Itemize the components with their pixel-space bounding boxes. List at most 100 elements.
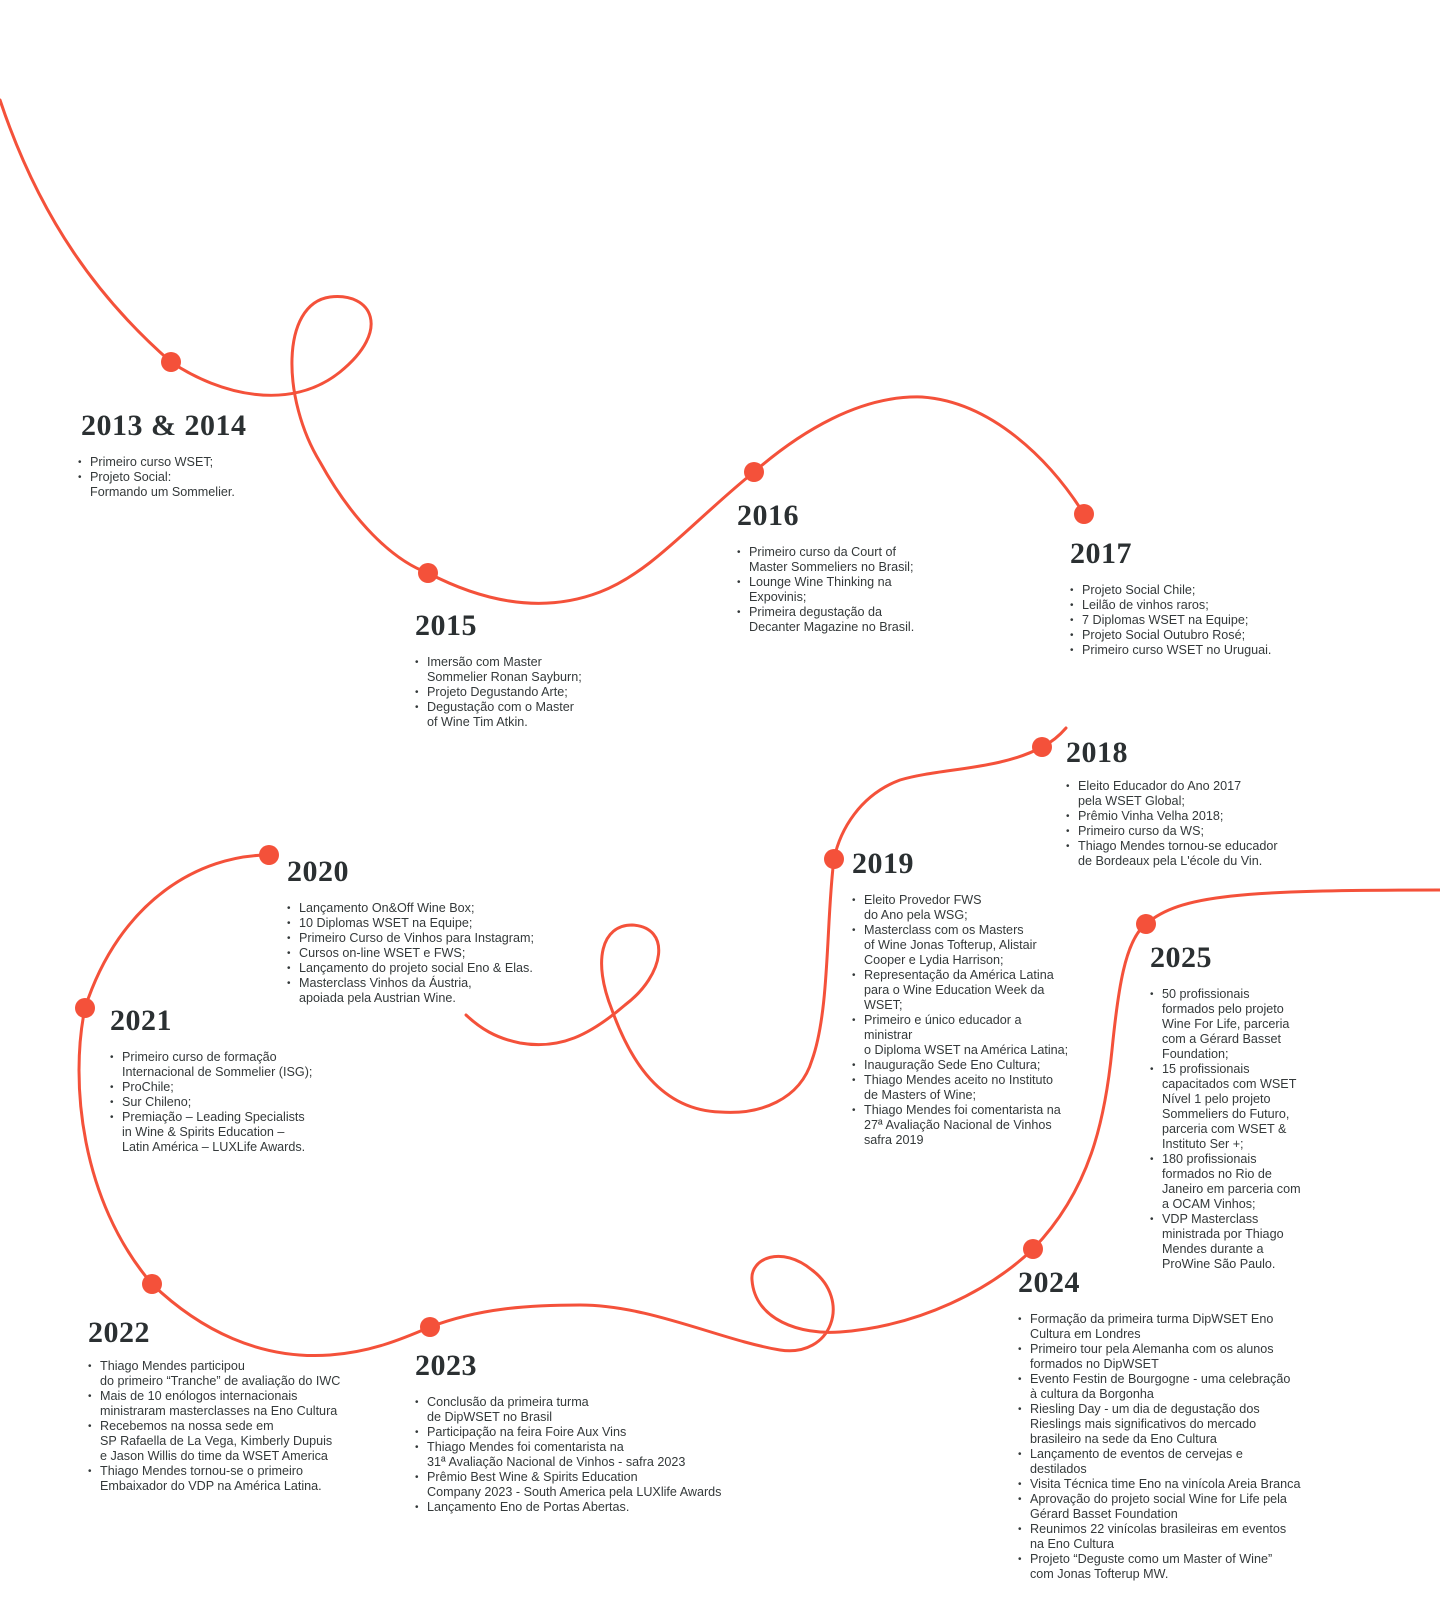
milestone-dot-2015 — [418, 563, 438, 583]
milestone-item: Primeiro curso da Court of Master Sommel… — [737, 545, 914, 575]
milestone-item: Riesling Day - um dia de degustação dos … — [1018, 1402, 1300, 1447]
milestone-item: Thiago Mendes foi comentarista na 31ª Av… — [415, 1440, 721, 1470]
milestone-item: Eleito Provedor FWS do Ano pela WSG; — [852, 893, 1068, 923]
year-heading: 2025 — [1150, 941, 1212, 974]
timeline-entry: 2019Eleito Provedor FWS do Ano pela WSG;… — [852, 849, 1068, 1148]
timeline-entry: 2023Conclusão da primeira turma de DipWS… — [415, 1349, 721, 1516]
milestone-list: Imersão com Master Sommelier Ronan Saybu… — [415, 655, 582, 730]
milestone-item: 50 profissionais formados pelo projeto W… — [1150, 987, 1301, 1062]
milestone-dot-2020 — [259, 845, 279, 865]
milestone-dot-2023 — [420, 1317, 440, 1337]
milestone-item: Cursos on-line WSET e FWS; — [287, 946, 534, 961]
milestone-item: Thiago Mendes tornou-se o primeiro Embai… — [88, 1464, 340, 1494]
milestone-item: Primeiro curso WSET no Uruguai. — [1070, 643, 1271, 658]
timeline-entry: 2020Lançamento On&Off Wine Box;10 Diplom… — [287, 857, 534, 1006]
timeline-path-bottom — [77, 853, 1440, 1358]
milestone-list: Primeiro curso de formação Internacional… — [110, 1050, 312, 1155]
milestone-dot-2016 — [744, 462, 764, 482]
timeline-entry: 2015Imersão com Master Sommelier Ronan S… — [415, 611, 582, 730]
year-heading: 2016 — [737, 499, 799, 532]
milestone-item: Lançamento Eno de Portas Abertas. — [415, 1500, 721, 1515]
milestone-dot-2019 — [824, 849, 844, 869]
milestone-item: Recebemos na nossa sede em SP Rafaella d… — [88, 1419, 340, 1464]
year-heading: 2013 & 2014 — [81, 409, 247, 442]
milestone-item: Prêmio Best Wine & Spirits Education Com… — [415, 1470, 721, 1500]
milestone-list: Formação da primeira turma DipWSET Eno C… — [1018, 1312, 1300, 1582]
milestone-dot-2025 — [1136, 914, 1156, 934]
year-heading: 2018 — [1066, 736, 1128, 769]
milestone-item: Conclusão da primeira turma de DipWSET n… — [415, 1395, 721, 1425]
timeline-entry: 2025 50 profissionais formados pelo proje… — [1150, 943, 1301, 1272]
milestone-item: Thiago Mendes aceito no Instituto de Mas… — [852, 1073, 1068, 1103]
milestone-item: Primeiro e único educador a ministrar o … — [852, 1013, 1068, 1058]
milestone-item: 10 Diplomas WSET na Equipe; — [287, 916, 534, 931]
milestone-item: Visita Técnica time Eno na vinícola Arei… — [1018, 1477, 1300, 1492]
timeline-entry: 2013 & 2014Primeiro curso WSET;Projeto S… — [78, 411, 247, 500]
milestone-item: 180 profissionais formados no Rio de Jan… — [1150, 1152, 1301, 1212]
milestone-dot-2017 — [1074, 504, 1094, 524]
milestone-item: Thiago Mendes foi comentarista na 27ª Av… — [852, 1103, 1068, 1148]
milestone-list: Eleito Provedor FWS do Ano pela WSG;Mast… — [852, 893, 1068, 1148]
milestone-dot-2013 — [161, 352, 181, 372]
timeline-entry: 2022Thiago Mendes participou do primeiro… — [88, 1318, 340, 1494]
milestone-list: 50 profissionais formados pelo projeto W… — [1150, 987, 1301, 1272]
timeline-entry: 2016Primeiro curso da Court of Master So… — [737, 501, 914, 635]
year-heading: 2020 — [287, 855, 349, 888]
milestone-item: Lançamento de eventos de cervejas e dest… — [1018, 1447, 1300, 1477]
milestone-item: Premiação – Leading Specialists in Wine … — [110, 1110, 312, 1155]
milestone-item: Masterclass com os Masters of Wine Jonas… — [852, 923, 1068, 968]
milestone-dot-2018 — [1032, 737, 1052, 757]
milestone-item: Reunimos 22 vinícolas brasileiras em eve… — [1018, 1522, 1300, 1552]
milestone-item: 15 profissionais capacitados com WSET Ní… — [1150, 1062, 1301, 1152]
milestone-list: Primeiro curso da Court of Master Sommel… — [737, 545, 914, 635]
milestone-item: Participação na feira Foire Aux Vins — [415, 1425, 721, 1440]
milestone-list: Conclusão da primeira turma de DipWSET n… — [415, 1395, 721, 1515]
milestone-item: Aprovação do projeto social Wine for Lif… — [1018, 1492, 1300, 1522]
milestone-list: Primeiro curso WSET;Projeto Social: Form… — [78, 455, 247, 500]
milestone-item: Masterclass Vinhos da Áustria, apoiada p… — [287, 976, 534, 1006]
milestone-item: Leilão de vinhos raros; — [1070, 598, 1271, 613]
milestone-item: Sur Chileno; — [110, 1095, 312, 1110]
milestone-list: Thiago Mendes participou do primeiro “Tr… — [88, 1359, 340, 1494]
milestone-item: Inauguração Sede Eno Cultura; — [852, 1058, 1068, 1073]
milestone-item: Lançamento On&Off Wine Box; — [287, 901, 534, 916]
milestone-item: Thiago Mendes tornou-se educador de Bord… — [1066, 839, 1278, 869]
timeline-entry: 2024Formação da primeira turma DipWSET E… — [1018, 1268, 1300, 1582]
milestone-item: Lançamento do projeto social Eno & Elas. — [287, 961, 534, 976]
milestone-item: Evento Festin de Bourgogne - uma celebra… — [1018, 1372, 1300, 1402]
timeline-entry: 2021Primeiro curso de formação Internaci… — [110, 1006, 312, 1155]
year-heading: 2019 — [852, 847, 914, 880]
milestone-item: Prêmio Vinha Velha 2018; — [1066, 809, 1278, 824]
milestone-item: Lounge Wine Thinking na Expovinis; — [737, 575, 914, 605]
year-heading: 2015 — [415, 609, 477, 642]
milestone-item: 7 Diplomas WSET na Equipe; — [1070, 613, 1271, 628]
year-heading: 2021 — [110, 1004, 172, 1037]
milestone-item: Eleito Educador do Ano 2017 pela WSET Gl… — [1066, 779, 1278, 809]
milestone-dot-2024 — [1023, 1239, 1043, 1259]
milestone-item: Representação da América Latina para o W… — [852, 968, 1068, 1013]
timeline-path-top — [0, 98, 1086, 605]
year-heading: 2023 — [415, 1349, 477, 1382]
year-heading: 2017 — [1070, 537, 1132, 570]
timeline-path-middle — [464, 726, 1068, 1114]
year-heading: 2022 — [88, 1316, 150, 1349]
milestone-item: ProChile; — [110, 1080, 312, 1095]
milestone-item: Primeira degustação da Decanter Magazine… — [737, 605, 914, 635]
year-heading: 2024 — [1018, 1266, 1080, 1299]
timeline-entry: 2017Projeto Social Chile;Leilão de vinho… — [1070, 537, 1271, 659]
milestone-item: Projeto Social: Formando um Sommelier. — [78, 470, 247, 500]
milestone-list: Eleito Educador do Ano 2017 pela WSET Gl… — [1066, 779, 1278, 869]
milestone-item: Projeto Social Outubro Rosé; — [1070, 628, 1271, 643]
timeline-entry: 2018Eleito Educador do Ano 2017 pela WSE… — [1066, 738, 1278, 869]
milestone-list: Lançamento On&Off Wine Box;10 Diplomas W… — [287, 901, 534, 1006]
milestone-item: Mais de 10 enólogos internacionais minis… — [88, 1389, 340, 1419]
milestone-item: Primeiro curso da WS; — [1066, 824, 1278, 839]
milestone-item: Projeto Degustando Arte; — [415, 685, 582, 700]
milestone-item: Projeto “Deguste como um Master of Wine”… — [1018, 1552, 1300, 1582]
milestone-item: Imersão com Master Sommelier Ronan Saybu… — [415, 655, 582, 685]
milestone-item: Primeiro Curso de Vinhos para Instagram; — [287, 931, 534, 946]
milestone-item: Thiago Mendes participou do primeiro “Tr… — [88, 1359, 340, 1389]
milestone-dot-2022 — [142, 1274, 162, 1294]
milestone-item: Primeiro curso de formação Internacional… — [110, 1050, 312, 1080]
